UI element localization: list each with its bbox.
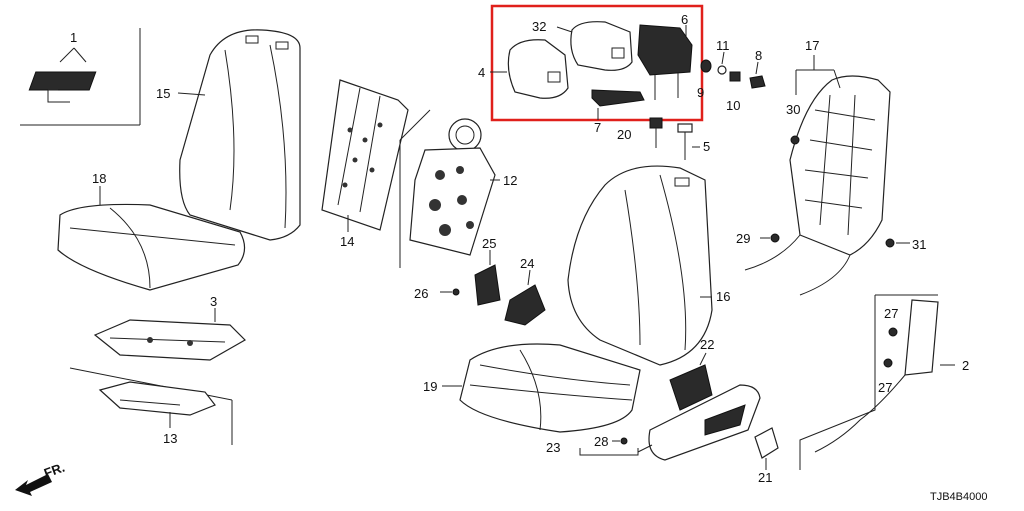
direction-label: FR. bbox=[42, 460, 67, 481]
part-15-seat-back-cover bbox=[177, 29, 301, 241]
part-2-side-airbag bbox=[799, 294, 955, 470]
small-hardware-group bbox=[700, 51, 766, 89]
callout-27-upper: 27 bbox=[884, 306, 898, 321]
leader-line bbox=[399, 109, 431, 141]
callout-27-lower: 27 bbox=[878, 380, 892, 395]
part-16-seat-back bbox=[567, 165, 713, 366]
part-21-cap bbox=[754, 427, 779, 470]
callout-6: 6 bbox=[681, 12, 688, 27]
callout-16: 16 bbox=[716, 289, 730, 304]
callout-1: 1 bbox=[70, 30, 77, 45]
callout-29: 29 bbox=[736, 231, 750, 246]
callout-3: 3 bbox=[210, 294, 217, 309]
callout-23: 23 bbox=[546, 440, 560, 455]
callout-19: 19 bbox=[423, 379, 437, 394]
callout-2: 2 bbox=[962, 358, 969, 373]
callout-20: 20 bbox=[617, 127, 631, 142]
part-7-bracket bbox=[591, 89, 645, 120]
callout-32: 32 bbox=[532, 19, 546, 34]
callout-9: 9 bbox=[697, 85, 704, 100]
callout-17: 17 bbox=[805, 38, 819, 53]
parts-20-5-pins bbox=[649, 117, 700, 160]
part-12-back-plate bbox=[409, 118, 500, 256]
callout-22: 22 bbox=[700, 337, 714, 352]
callout-15: 15 bbox=[156, 86, 170, 101]
part-32-headrest-pad bbox=[556, 21, 633, 71]
part-23-side-trim bbox=[579, 384, 761, 461]
callout-28: 28 bbox=[594, 434, 608, 449]
callout-24: 24 bbox=[520, 256, 534, 271]
part-6-headrest-frame bbox=[637, 24, 693, 100]
part-22-bracket bbox=[669, 352, 713, 411]
part-18-cushion-pad bbox=[57, 186, 246, 291]
callout-14: 14 bbox=[340, 234, 354, 249]
part-17-seat-back-frame bbox=[744, 55, 910, 296]
callout-18: 18 bbox=[92, 171, 106, 186]
callout-30: 30 bbox=[786, 102, 800, 117]
part-1-clips bbox=[20, 28, 141, 126]
callout-10: 10 bbox=[726, 98, 740, 113]
callout-8: 8 bbox=[755, 48, 762, 63]
part-19-seat-cushion bbox=[442, 343, 641, 433]
callout-13: 13 bbox=[163, 431, 177, 446]
callout-26: 26 bbox=[414, 286, 428, 301]
diagram-code: TJB4B4000 bbox=[930, 491, 987, 503]
callout-21: 21 bbox=[758, 470, 772, 485]
part-3-cushion-frame bbox=[93, 308, 246, 361]
parts-25-24-brackets bbox=[440, 250, 546, 326]
callout-5: 5 bbox=[703, 139, 710, 154]
callout-7: 7 bbox=[594, 120, 601, 135]
callout-11: 11 bbox=[716, 38, 730, 53]
callout-31: 31 bbox=[912, 237, 926, 252]
callout-4: 4 bbox=[478, 65, 485, 80]
part-14-back-panel bbox=[321, 79, 409, 232]
part-13-lower-pan bbox=[69, 367, 233, 445]
callout-25: 25 bbox=[482, 236, 496, 251]
part-4-headrest-cover bbox=[490, 39, 569, 99]
callout-12: 12 bbox=[503, 173, 517, 188]
front-direction-arrow-icon bbox=[15, 474, 52, 496]
